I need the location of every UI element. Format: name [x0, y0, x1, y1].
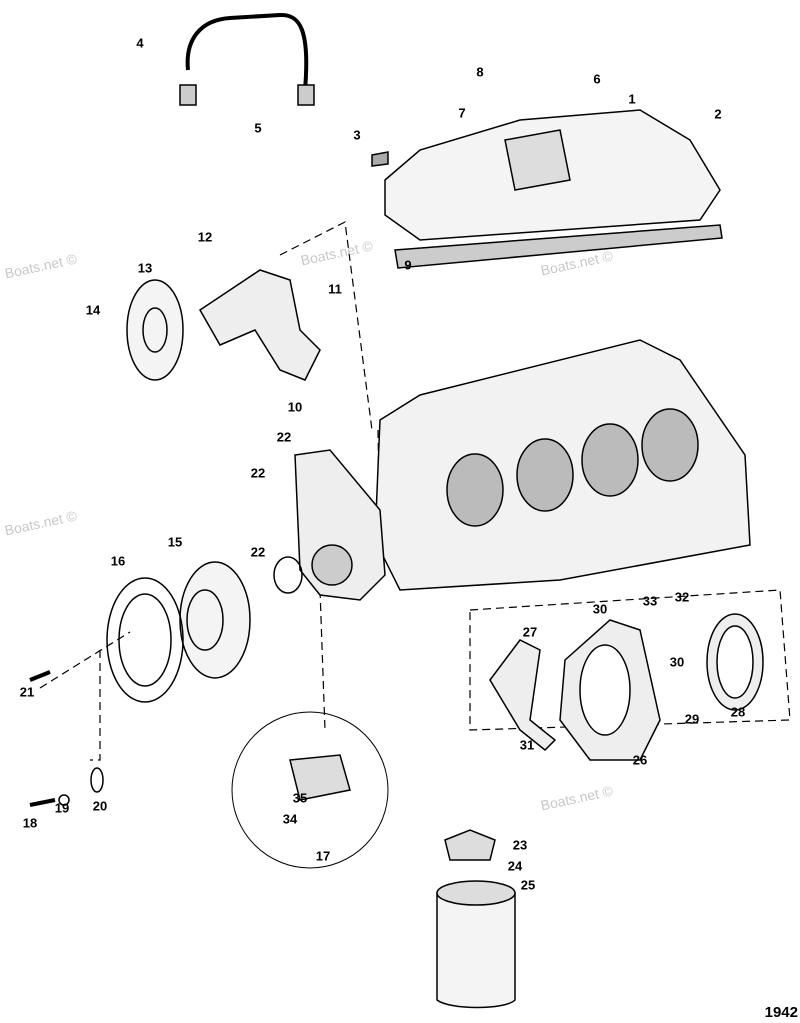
callout-21: 21	[19, 684, 35, 700]
callout-30: 30	[592, 601, 608, 617]
callout-3: 3	[353, 127, 361, 143]
callout-30: 30	[669, 654, 685, 670]
damper-15	[179, 561, 251, 679]
oil-filter	[436, 892, 516, 1009]
callout-27: 27	[522, 624, 538, 640]
callout-7: 7	[458, 105, 466, 121]
callout-33: 33	[642, 593, 658, 609]
callout-25: 25	[520, 877, 536, 893]
filter-adapter	[444, 829, 496, 861]
callout-17: 17	[315, 848, 331, 864]
callout-9: 9	[404, 257, 412, 273]
callout-28: 28	[730, 704, 746, 720]
callout-8: 8	[476, 64, 484, 80]
figure-number: 1942	[764, 1004, 798, 1021]
callout-19: 19	[54, 800, 70, 816]
pulley-13	[126, 279, 184, 381]
water-pump	[199, 269, 321, 381]
callout-32: 32	[674, 589, 690, 605]
detail-circle	[231, 711, 389, 869]
callout-22: 22	[250, 544, 266, 560]
callout-14: 14	[85, 302, 101, 318]
callout-31: 31	[519, 737, 535, 753]
callout-18: 18	[22, 815, 38, 831]
cylinders	[446, 408, 699, 527]
callout-1: 1	[628, 91, 636, 107]
pulley-16	[106, 577, 184, 703]
callout-11: 11	[328, 281, 342, 297]
callout-6: 6	[593, 71, 601, 87]
callout-4: 4	[136, 35, 144, 51]
fitting-part	[179, 84, 197, 106]
callout-13: 13	[137, 260, 153, 276]
gasket-part	[394, 224, 723, 269]
callout-16: 16	[110, 553, 126, 569]
callout-35: 35	[292, 790, 308, 806]
callout-12: 12	[197, 229, 213, 245]
callout-15: 15	[167, 534, 183, 550]
callout-22: 22	[250, 465, 266, 481]
seal-plate	[489, 639, 557, 752]
callout-20: 20	[92, 798, 108, 814]
hose-part	[185, 12, 309, 91]
callout-22: 22	[276, 429, 292, 445]
callout-23: 23	[512, 837, 528, 853]
callout-2: 2	[714, 106, 722, 122]
callout-26: 26	[632, 752, 648, 768]
callout-10: 10	[287, 399, 303, 415]
fitting-part	[297, 84, 315, 106]
callout-34: 34	[282, 811, 298, 827]
callout-5: 5	[254, 120, 262, 136]
callout-29: 29	[684, 711, 700, 727]
callout-24: 24	[507, 858, 523, 874]
